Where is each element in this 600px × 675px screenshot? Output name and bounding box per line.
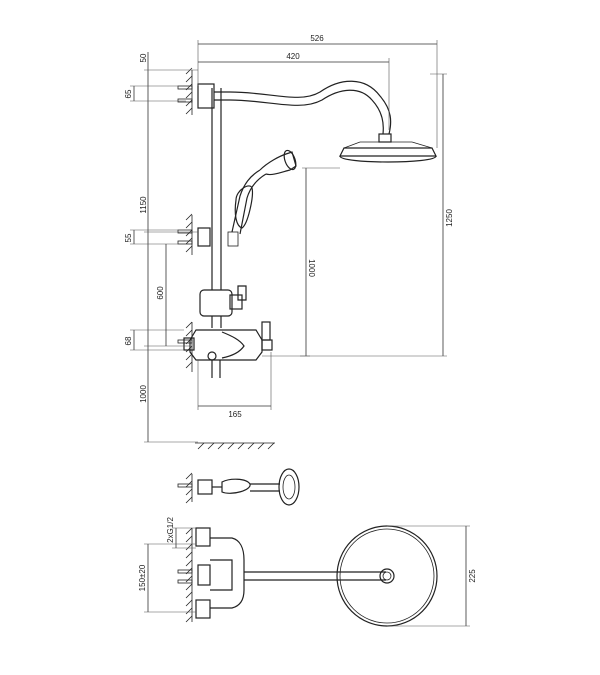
dim-thread: 2xG1/2 xyxy=(166,517,175,543)
shower-head-plan xyxy=(336,525,438,627)
dimension-lines xyxy=(130,40,447,443)
plan-dimension-lines xyxy=(144,525,470,627)
hand-shower xyxy=(227,149,297,247)
dim-lower-bracket: 55 xyxy=(124,233,133,242)
dim-mixer-depth: 165 xyxy=(228,410,242,419)
diverter xyxy=(199,285,247,328)
thermostatic-mixer xyxy=(183,321,273,378)
wall-hatching xyxy=(185,67,193,372)
dim-inlet-spacing: 150±20 xyxy=(138,564,147,591)
dim-shower-head-height: 1000 xyxy=(307,259,316,277)
dim-overall-width: 526 xyxy=(310,34,324,43)
shower-arm xyxy=(214,80,392,135)
dim-valve-offset: 68 xyxy=(124,336,133,345)
wall-anchors xyxy=(177,85,193,344)
dim-upper-bracket: 65 xyxy=(124,89,133,98)
floor-hatching xyxy=(195,442,275,450)
dim-top-offset: 50 xyxy=(139,53,148,62)
dim-total-height: 1250 xyxy=(445,209,454,227)
dim-arm-reach: 420 xyxy=(286,52,300,61)
hand-shower-plan xyxy=(177,468,300,506)
mixer-plan xyxy=(177,527,386,623)
riser-pipe xyxy=(197,83,222,290)
dim-floor-height: 1000 xyxy=(139,385,148,403)
dim-head-diameter: 225 xyxy=(468,569,477,583)
dim-mixer-height: 600 xyxy=(156,286,165,300)
front-elevation: 526 420 50 65 1150 55 600 68 1000 1000 1… xyxy=(124,34,454,450)
plan-view: 2xG1/2 150±20 225 xyxy=(138,468,477,627)
dim-bracket-spacing: 1150 xyxy=(139,196,148,214)
shower-head xyxy=(339,133,437,163)
